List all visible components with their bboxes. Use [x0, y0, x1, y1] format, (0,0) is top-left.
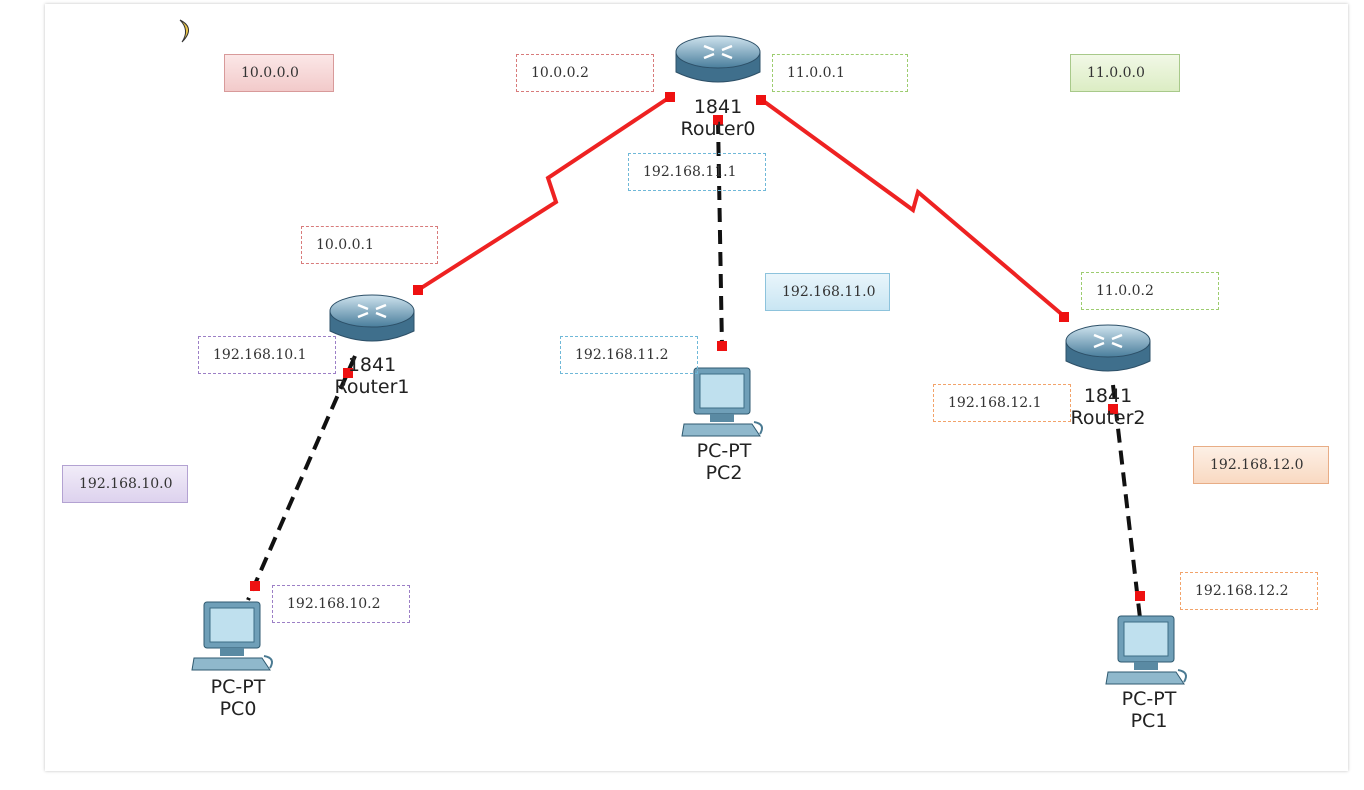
serial-link-router0-router2[interactable]	[760, 98, 1067, 319]
interface-note-r0-net11[interactable]: 11.0.0.1	[772, 54, 908, 92]
router0-label: 1841 Router0	[666, 96, 770, 140]
ethernet-link-router0-pc2[interactable]	[716, 119, 724, 349]
router1-label: 1841 Router1	[320, 354, 424, 398]
router0-model: 1841	[693, 96, 743, 118]
crescent-icon	[179, 19, 189, 43]
router2-label: 1841 Router2	[1056, 385, 1160, 429]
interface-note-pc0-ip[interactable]: 192.168.10.2	[272, 585, 410, 623]
endpoint-r0-serial-right	[756, 95, 766, 105]
link-endpoints	[250, 92, 1145, 601]
ethernet-link-router1-pc0[interactable]	[246, 355, 357, 601]
router1-model: 1841	[347, 354, 397, 376]
router1-name: Router1	[334, 376, 410, 398]
endpoint-pc2	[717, 341, 727, 351]
network-note-10[interactable]: 10.0.0.0	[224, 54, 334, 92]
pc1-label: PC-PT PC1	[1097, 688, 1201, 730]
interface-note-r2-lan[interactable]: 192.168.12.1	[933, 384, 1071, 422]
pc0-label: PC-PT PC0	[186, 676, 290, 720]
endpoint-r0-fa	[713, 115, 723, 125]
endpoint-r1-serial	[413, 285, 423, 295]
pc0-icon[interactable]	[190, 600, 280, 680]
router0-name: Router0	[680, 118, 756, 140]
interface-note-r2-net11[interactable]: 11.0.0.2	[1081, 272, 1219, 310]
network-note-192-168-10[interactable]: 192.168.10.0	[62, 465, 188, 503]
pc0-model: PC-PT	[210, 676, 266, 698]
endpoint-r2-serial	[1059, 312, 1069, 322]
pc2-model: PC-PT	[696, 440, 752, 462]
router1-icon[interactable]	[328, 293, 416, 353]
network-note-192-168-11[interactable]: 192.168.11.0	[765, 273, 890, 311]
network-note-192-168-12[interactable]: 192.168.12.0	[1193, 446, 1329, 484]
interface-note-r1-lan[interactable]: 192.168.10.1	[198, 336, 336, 374]
endpoint-r2-fa	[1108, 404, 1118, 414]
pc2-label: PC-PT PC2	[672, 440, 776, 484]
pc1-icon[interactable]	[1104, 614, 1194, 694]
endpoint-r1-fa	[343, 368, 353, 378]
ethernet-link-router2-pc1[interactable]	[1111, 384, 1142, 619]
endpoint-r0-serial-left	[665, 92, 675, 102]
pc1-name: PC1	[1130, 710, 1168, 730]
router2-name: Router2	[1070, 407, 1146, 429]
pc2-name: PC2	[705, 462, 743, 484]
pc2-icon[interactable]	[680, 366, 770, 446]
endpoint-pc0	[250, 581, 260, 591]
router2-model: 1841	[1083, 385, 1133, 407]
interface-note-r1-net10[interactable]: 10.0.0.1	[301, 226, 438, 264]
network-note-11[interactable]: 11.0.0.0	[1070, 54, 1180, 92]
interface-note-r0-net10[interactable]: 10.0.0.2	[516, 54, 654, 92]
interface-note-r0-lan[interactable]: 192.168.11.1	[628, 153, 766, 191]
router0-icon[interactable]	[674, 34, 762, 94]
interface-note-pc2-ip[interactable]: 192.168.11.2	[560, 336, 698, 374]
pc1-model: PC-PT	[1121, 688, 1177, 710]
pc0-name: PC0	[219, 698, 257, 720]
interface-note-pc1-ip[interactable]: 192.168.12.2	[1180, 572, 1318, 610]
endpoint-pc1	[1135, 591, 1145, 601]
router2-icon[interactable]	[1064, 323, 1152, 383]
serial-link-router0-router1[interactable]	[416, 95, 672, 292]
